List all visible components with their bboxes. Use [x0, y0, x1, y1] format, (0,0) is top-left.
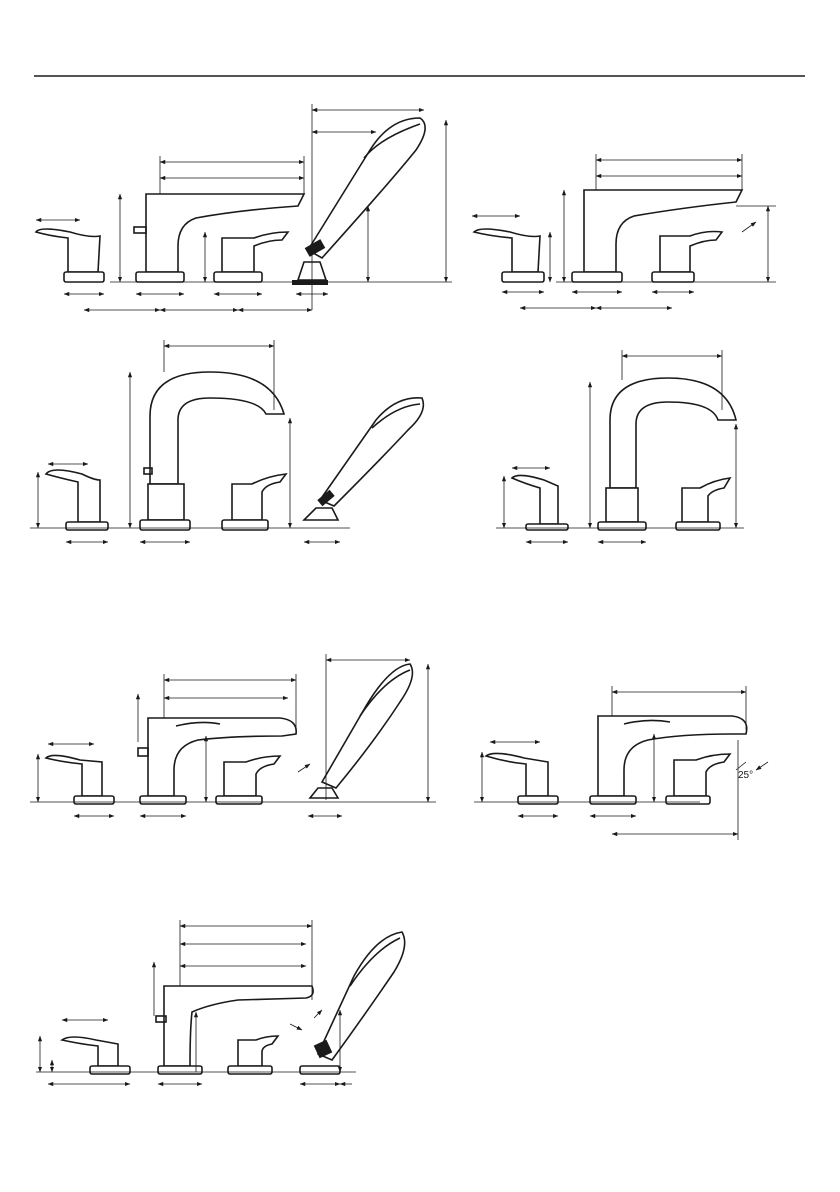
dimensions-fig-b — [472, 154, 776, 308]
long-spout — [156, 986, 313, 1074]
drawing-fig-a — [36, 104, 452, 310]
handshower — [310, 664, 412, 798]
right-valve-handle — [222, 474, 286, 530]
left-valve-handle — [62, 1037, 130, 1074]
drawing-fig-c — [30, 340, 423, 542]
right-valve-handle — [216, 756, 280, 804]
left-valve-handle — [46, 755, 114, 804]
drawing-fig-f: 25° — [474, 686, 768, 840]
left-valve-handle — [474, 229, 544, 282]
right-valve-handle — [676, 478, 730, 530]
handshower — [304, 398, 423, 520]
drawing-fig-e — [30, 654, 436, 816]
drawing-fig-d — [496, 350, 744, 542]
left-valve-handle — [46, 470, 108, 530]
left-valve-handle — [512, 475, 568, 530]
drawing-fig-b — [472, 154, 776, 308]
angle-label: 25° — [738, 770, 753, 781]
right-valve-handle — [228, 1036, 278, 1074]
right-valve-handle — [666, 754, 730, 804]
left-valve-handle — [486, 753, 558, 804]
arched-spout — [598, 378, 736, 530]
handshower — [300, 932, 405, 1074]
drawing-fig-g — [36, 920, 405, 1084]
left-valve-handle — [36, 229, 104, 282]
right-valve-handle — [652, 232, 722, 283]
right-valve-handle — [214, 232, 288, 282]
